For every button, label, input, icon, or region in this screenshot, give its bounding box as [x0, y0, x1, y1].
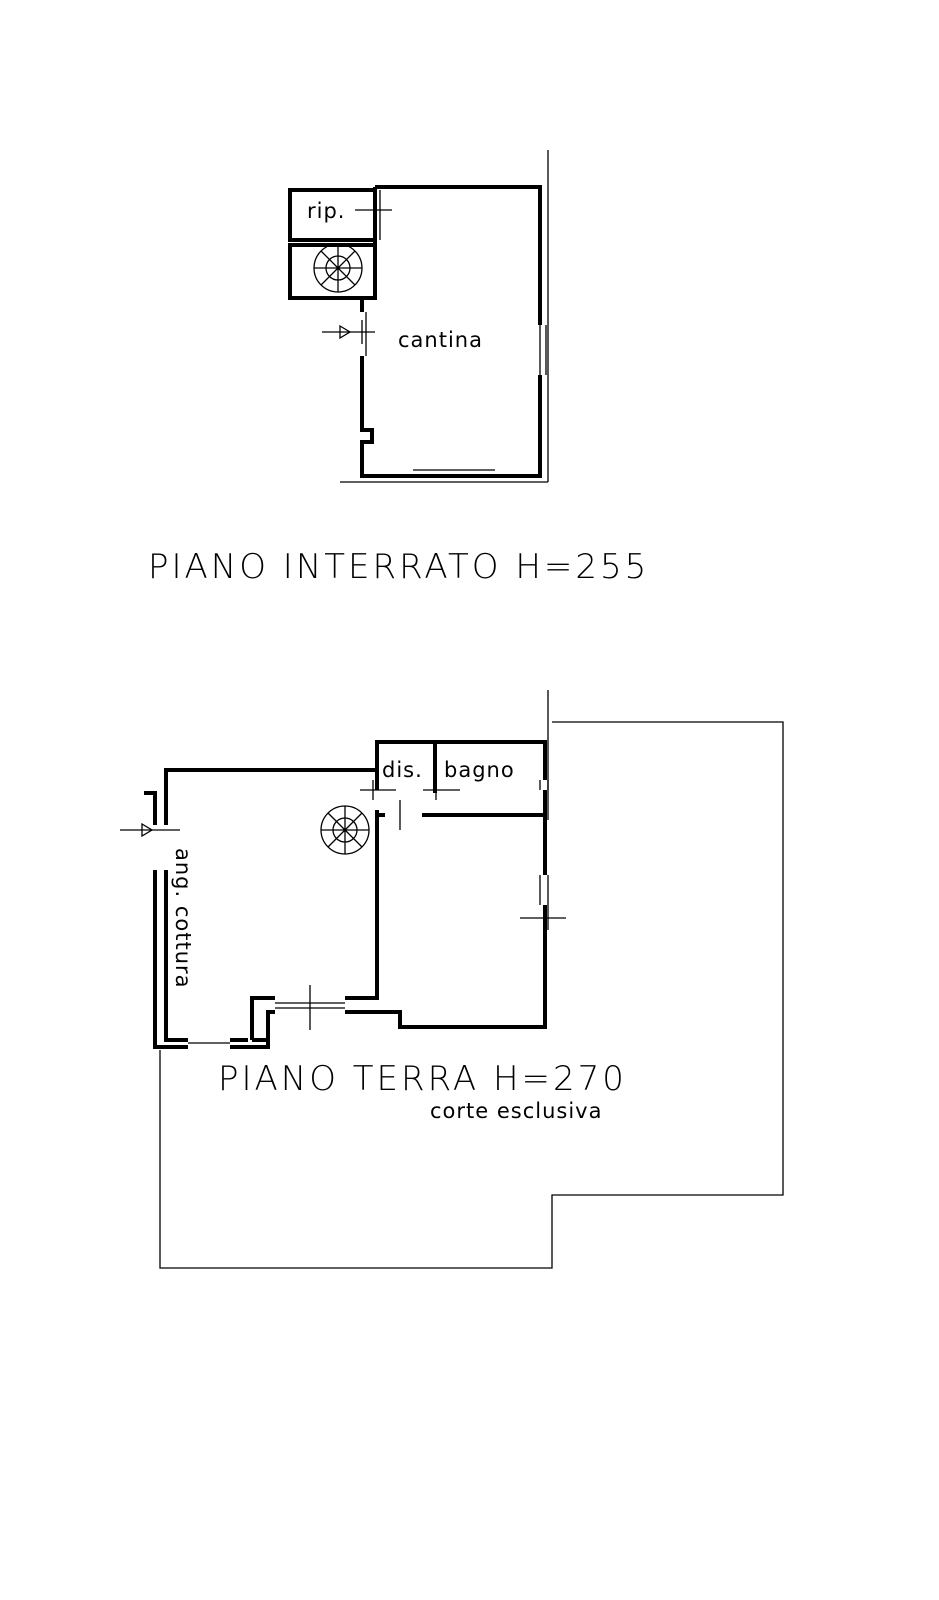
basement-plan: rip. cantina PIANO INTERRATO H=255	[148, 150, 649, 587]
room-label-rip: rip.	[307, 199, 345, 223]
floor-title-ground: PIANO TERRA H=270	[218, 1059, 627, 1099]
room-label-bagno: bagno	[444, 758, 515, 782]
room-label-cantina: cantina	[398, 328, 483, 352]
entrance-arrow-icon	[339, 324, 352, 340]
room-label-corte-esclusiva: corte esclusiva	[430, 1099, 602, 1123]
room-label-ang-cottura: ang. cottura	[171, 848, 195, 989]
entrance-arrow-icon	[141, 822, 154, 838]
floor-title-basement: PIANO INTERRATO H=255	[148, 547, 649, 587]
room-label-dis: dis.	[382, 758, 423, 782]
ground-floor-plan: dis. bagno ang. cottura corte esclusiva …	[120, 690, 784, 1269]
